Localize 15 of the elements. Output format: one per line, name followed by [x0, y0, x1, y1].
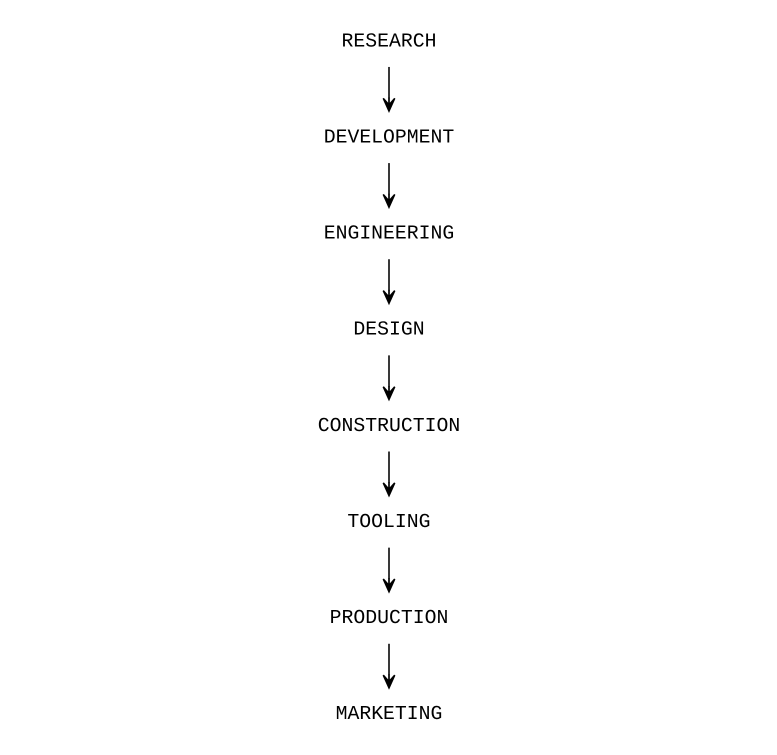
node-text: DEVELOPMENT [323, 126, 454, 148]
arrow [382, 355, 395, 400]
node-text: RESEARCH [341, 30, 436, 52]
arrow [382, 548, 395, 593]
node-text: PRODUCTION [329, 607, 448, 630]
node-text: ENGINEERING [323, 222, 454, 245]
node-text: TOOLING [346, 510, 430, 533]
arrow [382, 644, 395, 689]
node-text: DESIGN [352, 318, 424, 341]
arrow [382, 163, 395, 208]
arrow [382, 66, 395, 112]
node-text: CONSTRUCTION [317, 414, 460, 437]
node-text: MARKETING [335, 703, 442, 726]
arrow [382, 452, 395, 496]
arrow [382, 259, 395, 304]
